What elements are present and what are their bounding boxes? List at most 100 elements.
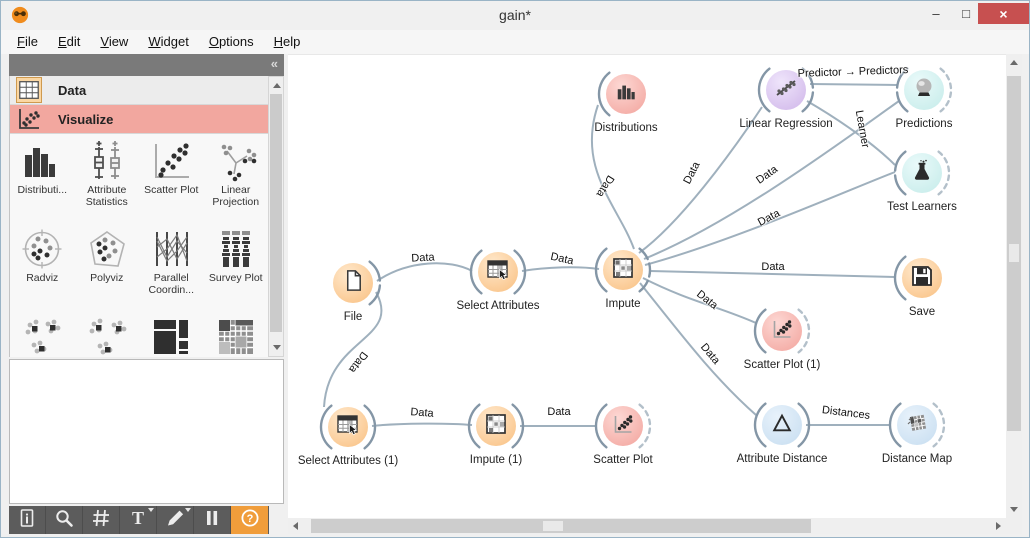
canvas-hscrollbar-thumb[interactable] (311, 519, 811, 533)
hscroll-grip[interactable] (543, 521, 563, 531)
node-impute-1[interactable] (476, 406, 516, 446)
link-impute-to-attribute-distance[interactable] (639, 282, 757, 416)
output-anchor-select-attributes-1[interactable] (363, 404, 377, 450)
vscroll-grip[interactable] (1009, 244, 1019, 262)
output-anchor-linear-regression[interactable] (801, 91, 815, 113)
output-anchor-select-attributes[interactable] (513, 249, 527, 295)
node-test-learners[interactable] (902, 153, 942, 193)
input-anchor-test-learners[interactable] (893, 174, 907, 196)
widget-item-radviz[interactable]: Radviz (10, 227, 75, 315)
link-linear-regression-to-predictions[interactable] (809, 83, 898, 86)
category-data[interactable]: Data (10, 76, 268, 105)
output-anchor-impute-1[interactable] (511, 403, 525, 449)
node-scatter-plot[interactable] (603, 406, 643, 446)
input-anchor-scatter-plot[interactable] (594, 403, 608, 449)
output-anchor-impute[interactable] (648, 262, 652, 278)
node-save[interactable] (902, 258, 942, 298)
node-attribute-distance[interactable] (762, 405, 802, 445)
input-anchor-scatter-plot-1[interactable] (753, 308, 767, 354)
help-tool-button[interactable]: ? (231, 506, 268, 534)
grid-tool-button[interactable] (83, 506, 120, 534)
node-distance-map[interactable] (897, 405, 937, 445)
category-visualize[interactable]: Visualize (10, 105, 268, 134)
input-anchor-test-learners[interactable] (893, 150, 907, 172)
widget-item-survey-plot[interactable]: Survey Plot (204, 227, 269, 315)
node-linear-regression[interactable] (766, 70, 806, 110)
collapse-sidebar-button[interactable]: « (270, 56, 278, 71)
pen-tool-button[interactable] (157, 506, 194, 534)
output-anchor-linear-regression[interactable] (801, 67, 815, 89)
widget-item-parallel-coordin[interactable]: Parallel Coordin... (139, 227, 204, 315)
widget-item[interactable] (75, 315, 140, 357)
scroll-right-icon[interactable] (996, 522, 1001, 530)
input-anchor-impute-1[interactable] (467, 403, 481, 449)
menu-edit[interactable]: Edit (57, 34, 81, 49)
input-anchor-predictions[interactable] (895, 67, 909, 89)
input-anchor-distance-map[interactable] (888, 402, 902, 448)
node-select-attributes-1[interactable] (328, 407, 368, 447)
node-predictions[interactable] (904, 70, 944, 110)
output-anchor-impute[interactable] (638, 279, 649, 293)
output-anchor-test-learners[interactable] (937, 150, 951, 196)
maximize-button[interactable]: □ (962, 6, 970, 21)
menu-file[interactable]: File (17, 34, 38, 49)
output-anchor-distance-map[interactable] (932, 402, 946, 448)
sidebar-scrollbar-thumb[interactable] (270, 94, 282, 332)
menu-view[interactable]: View (100, 34, 129, 49)
node-impute[interactable] (603, 250, 643, 290)
widget-item-linear-projection[interactable]: Linear Projection (204, 139, 269, 227)
link-impute-to-linear-regression[interactable] (638, 106, 763, 254)
output-anchor-file[interactable] (368, 284, 382, 306)
input-anchor-select-attributes[interactable] (469, 249, 483, 295)
menu-widget[interactable]: Widget (148, 34, 189, 49)
output-anchor-scatter-plot[interactable] (638, 403, 652, 449)
canvas-hscrollbar[interactable] (288, 518, 1006, 534)
output-anchor-predictions[interactable] (939, 67, 953, 113)
link-impute-to-scatter-plot-1[interactable] (642, 277, 757, 324)
scroll-down-icon[interactable] (273, 345, 281, 350)
node-scatter-plot-1[interactable] (762, 311, 802, 351)
canvas-vscrollbar-thumb[interactable] (1007, 76, 1021, 431)
link-file-to-select-attributes-1[interactable] (323, 291, 383, 408)
widget-item[interactable] (10, 315, 75, 357)
output-anchor-attribute-distance[interactable] (797, 402, 811, 448)
output-anchor-impute[interactable] (638, 247, 649, 261)
input-anchor-impute[interactable] (594, 247, 608, 293)
scroll-up-icon[interactable] (273, 83, 281, 88)
input-anchor-linear-regression[interactable] (757, 67, 771, 113)
output-anchor-file[interactable] (368, 260, 382, 282)
menu-options[interactable]: Options (208, 34, 254, 49)
output-anchor-scatter-plot-1[interactable] (797, 308, 811, 354)
widget-item-scatter-plot[interactable]: Scatter Plot (139, 139, 204, 227)
scroll-up-icon[interactable] (1010, 60, 1018, 65)
widget-item-polyviz[interactable]: Polyviz (75, 227, 140, 315)
text-tool-button[interactable]: T (120, 506, 157, 534)
link-linear-regression-to-test-learners[interactable] (806, 100, 896, 166)
input-anchor-select-attributes-1[interactable] (319, 404, 333, 450)
menu-help[interactable]: Help (273, 34, 301, 49)
zoom-tool-button[interactable] (46, 506, 83, 534)
input-anchor-attribute-distance[interactable] (753, 402, 767, 448)
pause-tool-button[interactable] (194, 506, 231, 534)
link-impute-to-predictions[interactable] (643, 100, 900, 260)
node-file[interactable] (333, 263, 373, 303)
link-impute-to-save[interactable] (649, 270, 896, 278)
scroll-left-icon[interactable] (293, 522, 298, 530)
widget-item-distributi[interactable]: Distributi... (10, 139, 75, 227)
close-button[interactable]: × (978, 3, 1029, 24)
widget-item[interactable] (139, 315, 204, 357)
input-anchor-save[interactable] (893, 255, 907, 301)
link-impute-to-distributions[interactable] (590, 104, 635, 250)
link-select-attributes-1-to-impute-1[interactable] (371, 422, 473, 427)
link-file-to-select-attributes[interactable] (376, 262, 473, 282)
input-anchor-predictions[interactable] (895, 91, 909, 113)
minimize-button[interactable]: – (932, 6, 940, 21)
canvas-vscrollbar[interactable] (1006, 54, 1022, 518)
widget-item-attribute-statistics[interactable]: Attribute Statistics (75, 139, 140, 227)
link-select-attributes-to-impute[interactable] (521, 266, 600, 272)
widget-item[interactable] (204, 315, 269, 357)
input-anchor-distributions[interactable] (597, 71, 611, 117)
link-impute-to-test-learners[interactable] (644, 171, 896, 266)
node-distributions[interactable] (606, 74, 646, 114)
